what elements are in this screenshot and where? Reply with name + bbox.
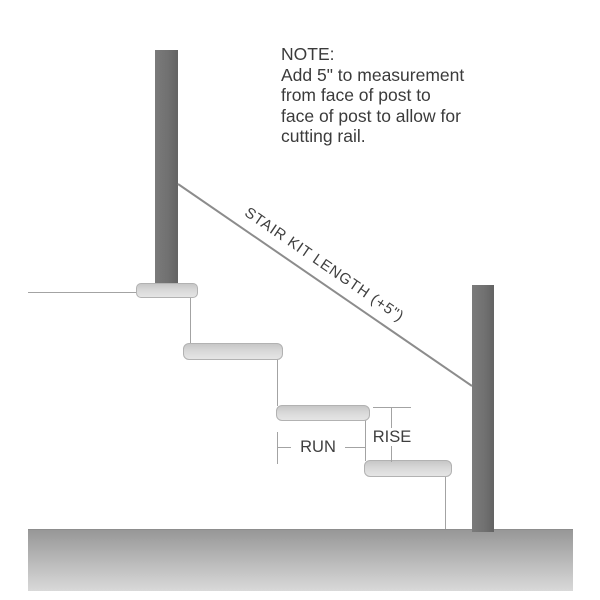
- run-label: RUN: [291, 438, 345, 456]
- riser-line-4: [445, 476, 446, 530]
- note-block: NOTE: Add 5" to measurement from face of…: [281, 44, 464, 147]
- tread-4: [364, 460, 452, 477]
- riser-line-2: [277, 359, 278, 406]
- ground: [28, 529, 573, 591]
- riser-line-3: [365, 420, 366, 461]
- riser-line-1: [190, 297, 191, 344]
- upper-floor-line: [28, 292, 138, 293]
- tread-3: [276, 405, 370, 421]
- run-left-tick: [277, 432, 278, 464]
- top-post: [155, 50, 178, 285]
- rise-top-tick: [373, 407, 411, 408]
- bottom-post: [472, 285, 494, 532]
- note-line: cutting rail.: [281, 126, 366, 146]
- stair-kit-length-label: STAIR KIT LENGTH (+5"): [241, 204, 408, 326]
- rise-label: RISE: [369, 428, 415, 446]
- note-line: Add 5" to measurement: [281, 64, 465, 85]
- landing-tread: [136, 283, 198, 298]
- note-line: from face of post to: [281, 85, 431, 105]
- tread-2: [183, 343, 283, 360]
- note-line: face of post to allow for: [281, 105, 461, 126]
- note-title: NOTE:: [281, 44, 335, 64]
